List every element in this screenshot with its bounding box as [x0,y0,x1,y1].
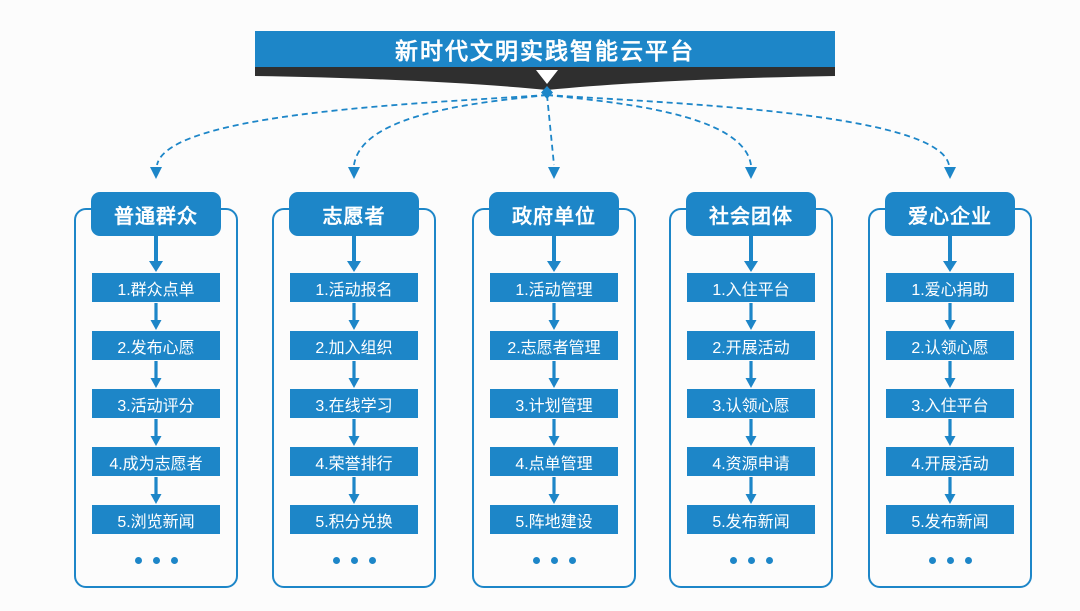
flow-step: 4.点单管理 [490,447,618,476]
column-title: 社会团体 [709,205,793,228]
flow-step: 3.计划管理 [490,389,618,418]
column-header: 政府单位 [489,192,619,236]
connector-arrowhead-icon [745,167,757,179]
flow-step: 4.成为志愿者 [92,447,220,476]
column-flow: 1.活动管理 2.志愿者管理 3.计划管理 4.点单管理 5.阵地建设 [472,236,636,564]
apex-diamond-icon [541,86,553,99]
flow-step: 3.入住平台 [886,389,1014,418]
down-arrow-icon [346,302,362,331]
down-arrow-icon [346,360,362,389]
flow-step: 3.活动评分 [92,389,220,418]
down-arrow-icon [345,236,363,273]
down-arrow-icon [148,476,164,505]
down-arrow-icon [148,360,164,389]
connector-arrowhead-icon [944,167,956,179]
down-arrow-icon [742,236,760,273]
flow-step: 3.认领心愿 [687,389,815,418]
column-header: 志愿者 [289,192,419,236]
flow-step: 4.荣誉排行 [290,447,418,476]
down-arrow-icon [546,418,562,447]
down-arrow-icon [148,302,164,331]
dashed-connector [546,94,555,166]
flow-step: 4.开展活动 [886,447,1014,476]
dashed-connector [546,94,752,166]
flow-step: 5.浏览新闻 [92,505,220,534]
down-arrow-icon [941,236,959,273]
flow-step: 2.加入组织 [290,331,418,360]
more-dots-icon [729,557,773,564]
flow-step: 1.爱心捐助 [886,273,1014,302]
flow-step: 3.在线学习 [290,389,418,418]
dashed-connector [353,94,548,166]
down-arrow-icon [148,418,164,447]
flow-step: 2.发布心愿 [92,331,220,360]
flow-step: 2.志愿者管理 [490,331,618,360]
down-arrow-icon [546,360,562,389]
column-flow: 1.群众点单 2.发布心愿 3.活动评分 4.成为志愿者 5.浏览新闻 [74,236,238,564]
column-flow: 1.入住平台 2.开展活动 3.认领心愿 4.资源申请 5.发布新闻 [669,236,833,564]
platform-title-banner: 新时代文明实践智能云平台 [255,31,835,67]
down-triangle-icon [536,70,558,84]
column-header: 爱心企业 [885,192,1015,236]
column-header: 普通群众 [91,192,221,236]
platform-title: 新时代文明实践智能云平台 [395,38,695,64]
flow-step: 5.积分兑换 [290,505,418,534]
dashed-connector [546,94,950,166]
flow-step: 2.开展活动 [687,331,815,360]
down-arrow-icon [942,302,958,331]
down-arrow-icon [147,236,165,273]
down-arrow-icon [942,360,958,389]
column-flow: 1.活动报名 2.加入组织 3.在线学习 4.荣誉排行 5.积分兑换 [272,236,436,564]
down-arrow-icon [743,476,759,505]
role-column: 爱心企业 1.爱心捐助 2.认领心愿 3.入住平台 4.开展活动 5.发布新闻 [868,192,1032,594]
flow-step: 5.阵地建设 [490,505,618,534]
more-dots-icon [928,557,972,564]
dashed-connector [156,94,548,166]
down-arrow-icon [942,476,958,505]
column-title: 普通群众 [114,205,198,228]
flow-step: 1.活动报名 [290,273,418,302]
column-header: 社会团体 [686,192,816,236]
down-arrow-icon [546,302,562,331]
more-dots-icon [332,557,376,564]
down-arrow-icon [346,418,362,447]
role-column: 志愿者 1.活动报名 2.加入组织 3.在线学习 4.荣誉排行 5.积分兑换 [272,192,436,594]
down-arrow-icon [743,360,759,389]
column-title: 爱心企业 [908,205,992,228]
connector-arrowhead-icon [548,167,560,179]
down-arrow-icon [546,476,562,505]
connector-arrowhead-icon [348,167,360,179]
more-dots-icon [532,557,576,564]
role-column: 普通群众 1.群众点单 2.发布心愿 3.活动评分 4.成为志愿者 5.浏览新闻 [74,192,238,594]
connector-arrowhead-icon [150,167,162,179]
role-column: 政府单位 1.活动管理 2.志愿者管理 3.计划管理 4.点单管理 5.阵地建设 [472,192,636,594]
flow-step: 1.入住平台 [687,273,815,302]
down-arrow-icon [942,418,958,447]
flow-step: 1.群众点单 [92,273,220,302]
column-title: 政府单位 [512,205,596,228]
banner-ribbon-fold [255,66,835,90]
flow-step: 2.认领心愿 [886,331,1014,360]
flow-step: 4.资源申请 [687,447,815,476]
down-arrow-icon [743,302,759,331]
column-flow: 1.爱心捐助 2.认领心愿 3.入住平台 4.开展活动 5.发布新闻 [868,236,1032,564]
flow-step: 5.发布新闻 [687,505,815,534]
more-dots-icon [134,557,178,564]
column-title: 志愿者 [322,205,386,228]
role-column: 社会团体 1.入住平台 2.开展活动 3.认领心愿 4.资源申请 5.发布新闻 [669,192,833,594]
down-arrow-icon [346,476,362,505]
down-arrow-icon [743,418,759,447]
flow-step: 5.发布新闻 [886,505,1014,534]
flow-step: 1.活动管理 [490,273,618,302]
down-arrow-icon [545,236,563,273]
